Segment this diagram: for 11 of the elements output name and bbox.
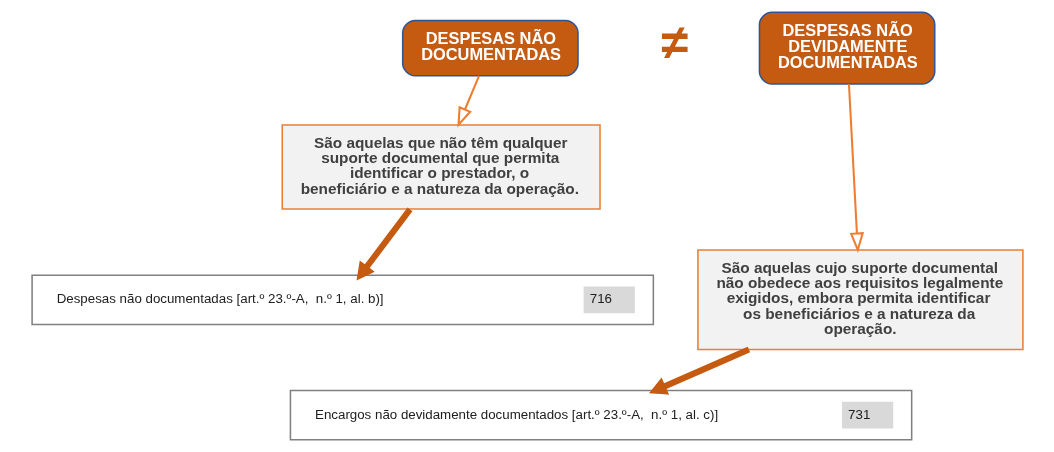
node-box: São aquelas que não têm qualquer suporte documental que permita identificar o prestador, o beneficiário e a natureza da operação. — [280, 124, 601, 210]
node-box: Encargos não devidamente documentados [art.º 23.º-A, n.º 1, al. c)] 731 — [289, 389, 912, 441]
arrow — [648, 346, 750, 395]
label: ≠ — [660, 14, 688, 70]
node-box: Despesas não documentadas [art.º 23.º-A, n.º 1, al. b)] 716 — [30, 274, 654, 326]
node-box: São aquelas cujo suporte documental não obedece aos requisitos legalmente exigidos, embora permita identificar os beneficiários e a natureza da operação. — [696, 249, 1024, 351]
arrow — [356, 207, 412, 281]
node-box: DESPESAS NÃO DOCUMENTADAS — [401, 19, 579, 77]
node-box: DESPESAS NÃO DEVIDAMENTE DOCUMENTADAS — [758, 11, 935, 85]
arrow — [847, 84, 864, 253]
arrow — [456, 75, 480, 128]
